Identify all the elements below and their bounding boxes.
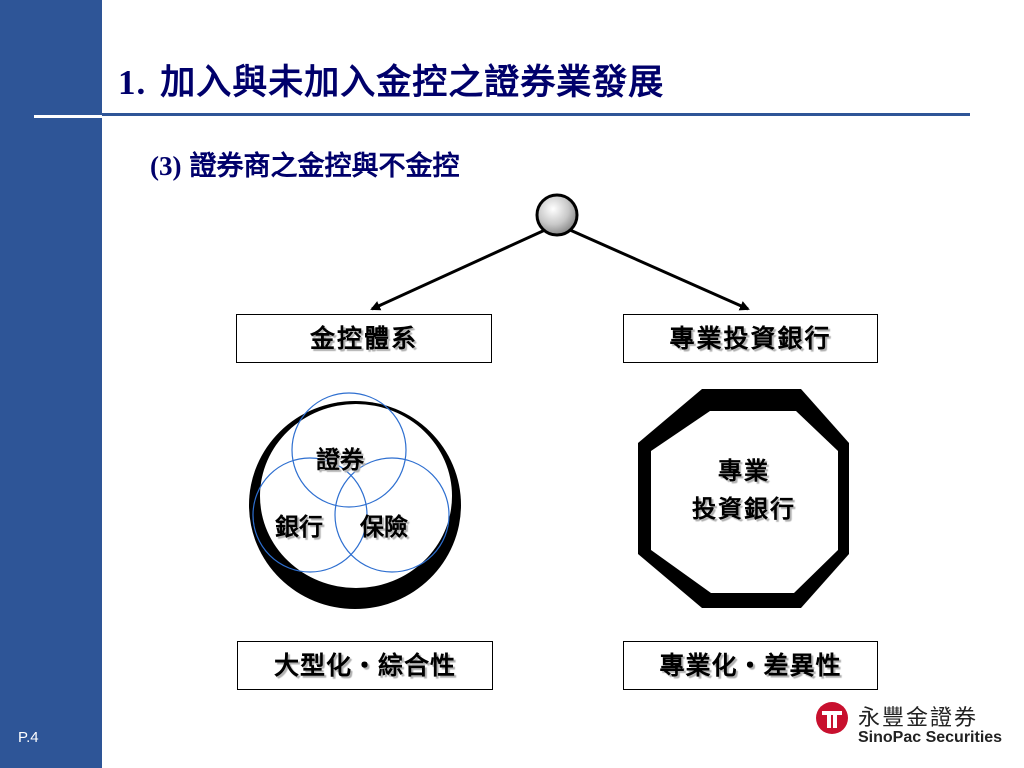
venn-circle-insurance: [334, 457, 450, 573]
conclusion-box-right: 專業化・差異性: [623, 641, 878, 690]
subtitle-text: 證券商之金控與不金控: [189, 151, 460, 182]
octagon-label-line-2: 投資銀行: [692, 494, 796, 523]
title-text: 加入與未加入金控之證券業發展: [160, 62, 665, 103]
octagon-label: 專業 投資銀行: [664, 452, 824, 528]
sidebar-band: [0, 0, 102, 768]
venn-label-insurance: 保險: [360, 512, 408, 541]
octagon-inner: [651, 411, 838, 593]
branch-box-investment-bank: 專業投資銀行: [623, 314, 878, 363]
slide-subtitle: (3)證券商之金控與不金控: [150, 144, 459, 183]
slide-title: 1. 加入與未加入金控之證券業發展: [118, 54, 664, 105]
title-number: 1.: [118, 63, 147, 102]
octagon-label-line-1: 專業: [718, 456, 770, 485]
venn-label-banking: 銀行: [275, 512, 323, 541]
arrow-right: [569, 228, 750, 311]
title-rule: [102, 113, 970, 116]
logo-chinese-name: 永豐金證券: [858, 706, 979, 731]
sinopac-emblem-icon: [816, 702, 848, 734]
branch-box-financial-holding: 金控體系: [236, 314, 492, 363]
conclusion-box-left: 大型化・綜合性: [237, 641, 493, 690]
logo-english-name: SinoPac Securities: [858, 729, 1003, 746]
arrow-left: [370, 228, 546, 311]
root-node: [535, 193, 579, 237]
ring-inner-white: [260, 404, 452, 588]
subtitle-number: (3): [150, 151, 182, 181]
sinopac-logo: 永豐金證券 SinoPac Securities: [816, 700, 1006, 752]
title-rule-accent: [34, 115, 102, 118]
venn-label-securities: 證券: [316, 445, 364, 474]
page-number: P.4: [18, 729, 39, 746]
venn-circle-banking: [252, 457, 368, 573]
venn-circle-securities: [291, 392, 407, 508]
